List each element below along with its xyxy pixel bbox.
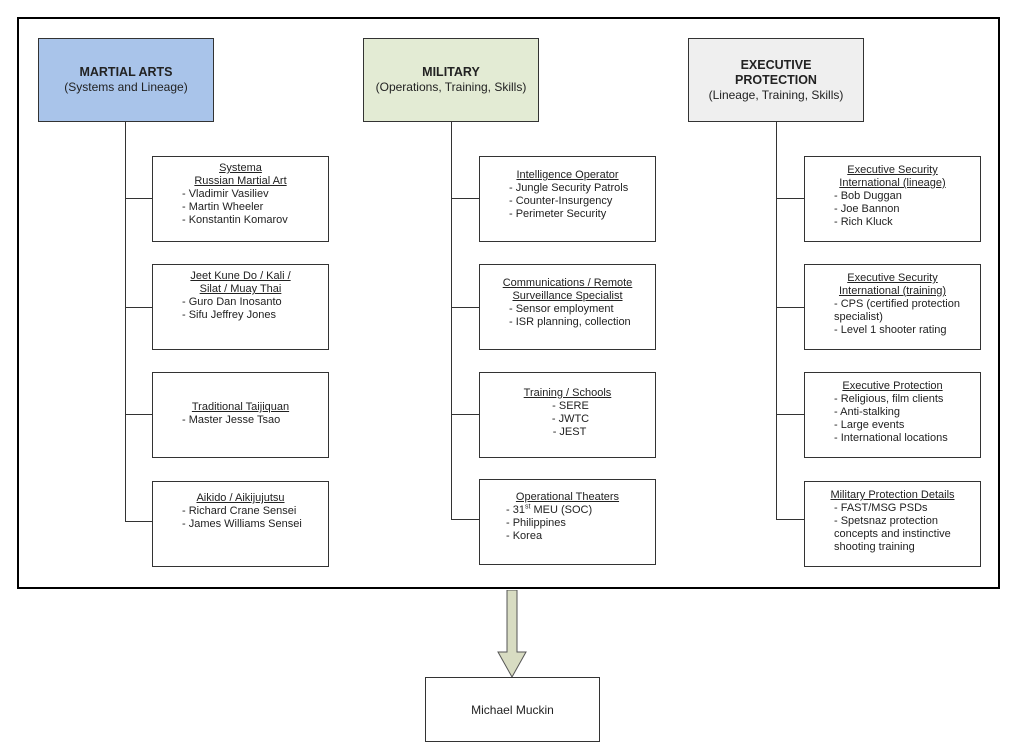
connector-line: [451, 414, 479, 415]
list-item: - Sensor employment: [509, 303, 614, 315]
list-item: - Joe Bannon: [834, 203, 900, 215]
box-title: International (lineage): [839, 177, 946, 189]
list-item: - Guro Dan Inosanto: [182, 296, 282, 308]
meu-number: - 31: [506, 504, 525, 516]
connector-line: [451, 519, 479, 520]
executive-protection-header: EXECUTIVE PROTECTION (Lineage, Training,…: [688, 38, 864, 122]
list-item: concepts and instinctive: [834, 528, 951, 540]
connector-line: [125, 414, 152, 415]
list-item: - International locations: [834, 432, 948, 444]
connector-line: [125, 198, 152, 199]
list-item: - Richard Crane Sensei: [182, 505, 297, 517]
list-item: - FAST/MSG PSDs: [834, 502, 928, 514]
list-item: - CPS (certified protection: [834, 298, 960, 310]
executive-protection-title-line-2: PROTECTION: [735, 72, 817, 87]
connector-line: [776, 414, 804, 415]
down-arrow-icon: [497, 590, 527, 678]
box-title: Operational Theaters: [515, 491, 620, 503]
military-subtitle: (Operations, Training, Skills): [375, 80, 527, 94]
list-item: - ISR planning, collection: [509, 316, 631, 328]
box-title: Silat / Muay Thai: [199, 283, 282, 295]
executive-protection-trunk-line: [776, 122, 777, 520]
result-name: Michael Muckin: [471, 702, 554, 717]
list-item: - Bob Duggan: [834, 190, 902, 202]
list-item: - Counter-Insurgency: [509, 195, 613, 207]
martial-arts-trunk-line: [125, 122, 126, 522]
military-title: MILITARY: [422, 65, 480, 79]
box-title: Executive Security: [847, 272, 938, 284]
esi-training-box: Executive Security International (traini…: [804, 264, 981, 350]
military-trunk-line: [451, 122, 452, 520]
executive-protection-title-line-1: EXECUTIVE: [740, 57, 812, 72]
result-box: Michael Muckin: [425, 677, 600, 742]
box-title: Intelligence Operator: [516, 169, 619, 181]
box-title: Training / Schools: [523, 387, 612, 399]
box-title: International (training): [838, 285, 946, 297]
list-item: - James Williams Sensei: [182, 518, 302, 530]
list-item: - JWTC: [551, 413, 590, 425]
list-item: - Religious, film clients: [834, 393, 944, 405]
list-item: - Large events: [834, 419, 905, 431]
list-item: - 31st MEU (SOC): [480, 503, 655, 517]
martial-arts-title: MARTIAL ARTS: [79, 65, 173, 79]
box-title: Communications / Remote: [502, 277, 633, 289]
communications-box: Communications / Remote Surveillance Spe…: [479, 264, 656, 350]
martial-arts-subtitle: (Systems and Lineage): [64, 80, 188, 94]
connector-line: [776, 519, 804, 520]
box-title: Executive Security: [847, 164, 938, 176]
list-item: - Master Jesse Tsao: [182, 414, 281, 426]
list-item: - Korea: [506, 530, 543, 542]
taijiquan-box: Traditional Taijiquan - Master Jesse Tsa…: [152, 372, 329, 458]
connector-line: [125, 307, 152, 308]
connector-line: [776, 198, 804, 199]
jeet-kune-do-box: Jeet Kune Do / Kali / Silat / Muay Thai …: [152, 264, 329, 350]
connector-line: [451, 198, 479, 199]
box-title: Systema: [219, 162, 262, 174]
esi-lineage-box: Executive Security International (lineag…: [804, 156, 981, 242]
operational-theaters-box: Operational Theaters - 31st MEU (SOC) - …: [479, 479, 656, 565]
military-header: MILITARY (Operations, Training, Skills): [363, 38, 539, 122]
list-item: - Anti-stalking: [834, 406, 901, 418]
list-item: - Rich Kluck: [834, 216, 893, 228]
list-item: - Vladimir Vasiliev: [182, 188, 269, 200]
training-schools-box: Training / Schools - SERE - JWTC - JEST: [479, 372, 656, 458]
box-title: Traditional Taijiquan: [191, 401, 290, 413]
list-item: - JEST: [552, 426, 587, 438]
list-item: - Jungle Security Patrols: [509, 182, 629, 194]
list-item: - Konstantin Komarov: [182, 214, 288, 226]
aikido-box: Aikido / Aikijujutsu - Richard Crane Sen…: [152, 481, 329, 567]
box-title: Russian Martial Art: [194, 175, 287, 187]
list-item: - Level 1 shooter rating: [834, 324, 947, 336]
list-item: specialist): [834, 311, 883, 323]
list-item: - SERE: [552, 400, 589, 412]
connector-line: [451, 307, 479, 308]
executive-protection-subtitle: (Lineage, Training, Skills): [708, 87, 844, 102]
box-title: Surveillance Specialist: [512, 290, 623, 302]
meu-label: MEU (SOC): [530, 504, 593, 516]
box-title: Jeet Kune Do / Kali /: [190, 270, 291, 282]
connector-line: [776, 307, 804, 308]
meu-ordinal: st: [524, 503, 531, 511]
martial-arts-header: MARTIAL ARTS (Systems and Lineage): [38, 38, 214, 122]
list-item: - Martin Wheeler: [182, 201, 264, 213]
box-title: Executive Protection: [842, 380, 943, 392]
box-title: Aikido / Aikijujutsu: [196, 492, 285, 504]
executive-protection-box: Executive Protection - Religious, film c…: [804, 372, 981, 458]
connector-line: [125, 521, 152, 522]
list-item: - Sifu Jeffrey Jones: [182, 309, 276, 321]
intelligence-operator-box: Intelligence Operator - Jungle Security …: [479, 156, 656, 242]
list-item: - Perimeter Security: [509, 208, 607, 220]
list-item: shooting training: [834, 541, 915, 553]
list-item: - Philippines: [506, 517, 566, 529]
systema-box: Systema Russian Martial Art - Vladimir V…: [152, 156, 329, 242]
list-item: - Spetsnaz protection: [834, 515, 938, 527]
military-protection-box: Military Protection Details - FAST/MSG P…: [804, 481, 981, 567]
box-title: Military Protection Details: [830, 489, 955, 501]
